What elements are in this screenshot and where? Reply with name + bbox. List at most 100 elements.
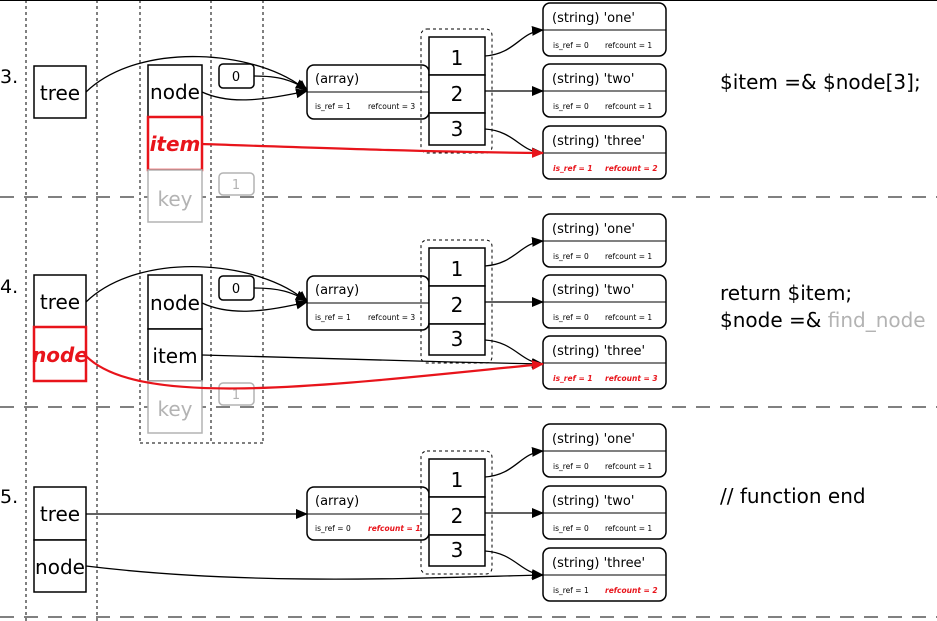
code-line: // function end xyxy=(720,484,866,508)
bucket-2-box xyxy=(428,74,486,114)
array-is-ref: is_ref = 1 xyxy=(315,313,351,322)
var-tree-box xyxy=(33,486,87,541)
var-tree-label: tree xyxy=(40,502,80,526)
var-node-box xyxy=(147,274,203,330)
arrow-bucket3-to-three xyxy=(484,128,544,158)
string-two-title: (string) 'two' xyxy=(552,494,634,509)
string-one-title: (string) 'one' xyxy=(552,11,635,26)
string-one-refcount: refcount = 1 xyxy=(605,462,652,471)
arrow-bucket3-to-three xyxy=(484,550,544,580)
bucket-2-label: 2 xyxy=(451,82,464,106)
var-node-ret-label: node xyxy=(32,343,88,367)
bucket-1-label: 1 xyxy=(451,46,464,70)
array-refcount: refcount = 3 xyxy=(368,313,415,322)
string-one-refcount: refcount = 1 xyxy=(605,252,652,261)
arrow-node-to-three xyxy=(85,565,544,581)
arrow-bucket1-to-one xyxy=(484,25,544,57)
step-3: 3. tree node item key 0 1 (array) is_ref… xyxy=(0,2,921,223)
string-one-is-ref: is_ref = 0 xyxy=(553,41,589,50)
string-three-is-ref: is_ref = 1 xyxy=(553,164,593,173)
value-zero-label: 0 xyxy=(232,282,240,297)
string-two-refcount: refcount = 1 xyxy=(605,524,652,533)
array-is-ref: is_ref = 1 xyxy=(315,102,351,111)
bucket-3-box xyxy=(428,534,486,567)
var-tree-box xyxy=(33,274,87,328)
code-return: return $item; xyxy=(720,281,852,305)
code-assign-prefix: $node =& xyxy=(720,308,828,332)
bucket-3-label: 3 xyxy=(451,538,464,562)
step-number: 3. xyxy=(0,66,18,88)
arrow-node-to-array xyxy=(201,299,308,312)
var-node-label: node xyxy=(35,555,85,579)
var-node-label: node xyxy=(150,291,200,315)
string-three-is-ref: is_ref = 1 xyxy=(553,586,589,595)
string-three-is-ref: is_ref = 1 xyxy=(553,374,593,383)
arrow-item-to-three xyxy=(201,142,544,158)
bucket-2-box xyxy=(428,496,486,536)
bucket-2-label: 2 xyxy=(451,293,464,317)
step-number: 4. xyxy=(0,276,18,298)
var-node-label: node xyxy=(150,80,200,104)
step-4: 4. tree node node item key 0 1 (array) i… xyxy=(0,213,926,434)
var-key-box xyxy=(147,169,203,223)
string-three-refcount: refcount = 2 xyxy=(605,586,658,595)
string-three-refcount: refcount = 3 xyxy=(605,374,658,383)
string-two-is-ref: is_ref = 0 xyxy=(553,102,589,111)
array-is-ref: is_ref = 0 xyxy=(315,524,351,533)
string-one-title: (string) 'one' xyxy=(552,222,635,237)
array-title: (array) xyxy=(315,72,359,87)
string-three-title: (string) 'three' xyxy=(552,134,645,149)
bucket-3-box xyxy=(428,323,486,356)
value-zero-label: 0 xyxy=(232,70,240,85)
var-node-box xyxy=(147,64,203,118)
var-item-label: item xyxy=(150,132,201,156)
bucket-1-box xyxy=(428,247,486,287)
string-one-is-ref: is_ref = 0 xyxy=(553,252,589,261)
string-two-title: (string) 'two' xyxy=(552,72,634,87)
arrow-bucket1-to-one xyxy=(484,236,544,267)
arrow-bucket1-to-one xyxy=(484,446,544,478)
var-item-box xyxy=(147,328,203,382)
code-assign-fn: find_node xyxy=(828,308,926,332)
step-number: 5. xyxy=(0,486,18,508)
var-tree-label: tree xyxy=(40,81,80,105)
code-line: $item =& $node[3]; xyxy=(720,70,921,94)
string-three-title: (string) 'three' xyxy=(552,556,645,571)
var-node-ret-box xyxy=(32,325,88,383)
bucket-3-label: 3 xyxy=(451,327,464,351)
string-one-refcount: refcount = 1 xyxy=(605,41,652,50)
string-two-title: (string) 'two' xyxy=(552,283,634,298)
code-assign: $node =& find_node xyxy=(720,308,926,332)
value-one-box xyxy=(218,172,255,196)
arrow-tree-to-array xyxy=(85,266,308,303)
string-two-is-ref: is_ref = 0 xyxy=(553,524,589,533)
arrow-node-to-array xyxy=(201,88,308,101)
var-item-label: item xyxy=(152,344,197,368)
value-one-label: 1 xyxy=(232,178,240,193)
array-refcount: refcount = 3 xyxy=(368,102,415,111)
arrow-node-ret-to-three xyxy=(85,355,544,390)
step-5: 5. tree node (array) is_ref = 0 refcount… xyxy=(0,423,866,602)
hashtable-outline xyxy=(420,450,493,575)
array-title: (array) xyxy=(315,494,359,509)
string-two-is-ref: is_ref = 0 xyxy=(553,313,589,322)
value-one-label: 1 xyxy=(232,388,240,403)
arrow-bucket3-to-three xyxy=(484,339,544,369)
bucket-2-label: 2 xyxy=(451,504,464,528)
bucket-3-label: 3 xyxy=(451,117,464,141)
string-one-title: (string) 'one' xyxy=(552,432,635,447)
arrow-item-to-three xyxy=(201,354,544,369)
var-key-label: key xyxy=(157,187,192,211)
arrow-zero-to-array xyxy=(253,75,308,90)
array-refcount: refcount = 1 xyxy=(368,524,421,533)
string-three-refcount: refcount = 2 xyxy=(605,164,658,173)
string-three-title: (string) 'three' xyxy=(552,344,645,359)
bucket-1-label: 1 xyxy=(451,257,464,281)
bucket-1-label: 1 xyxy=(451,468,464,492)
var-tree-label: tree xyxy=(40,290,80,314)
array-title: (array) xyxy=(315,283,359,298)
string-two-refcount: refcount = 1 xyxy=(605,313,652,322)
hashtable-outline xyxy=(420,28,493,154)
var-key-box xyxy=(147,380,203,434)
